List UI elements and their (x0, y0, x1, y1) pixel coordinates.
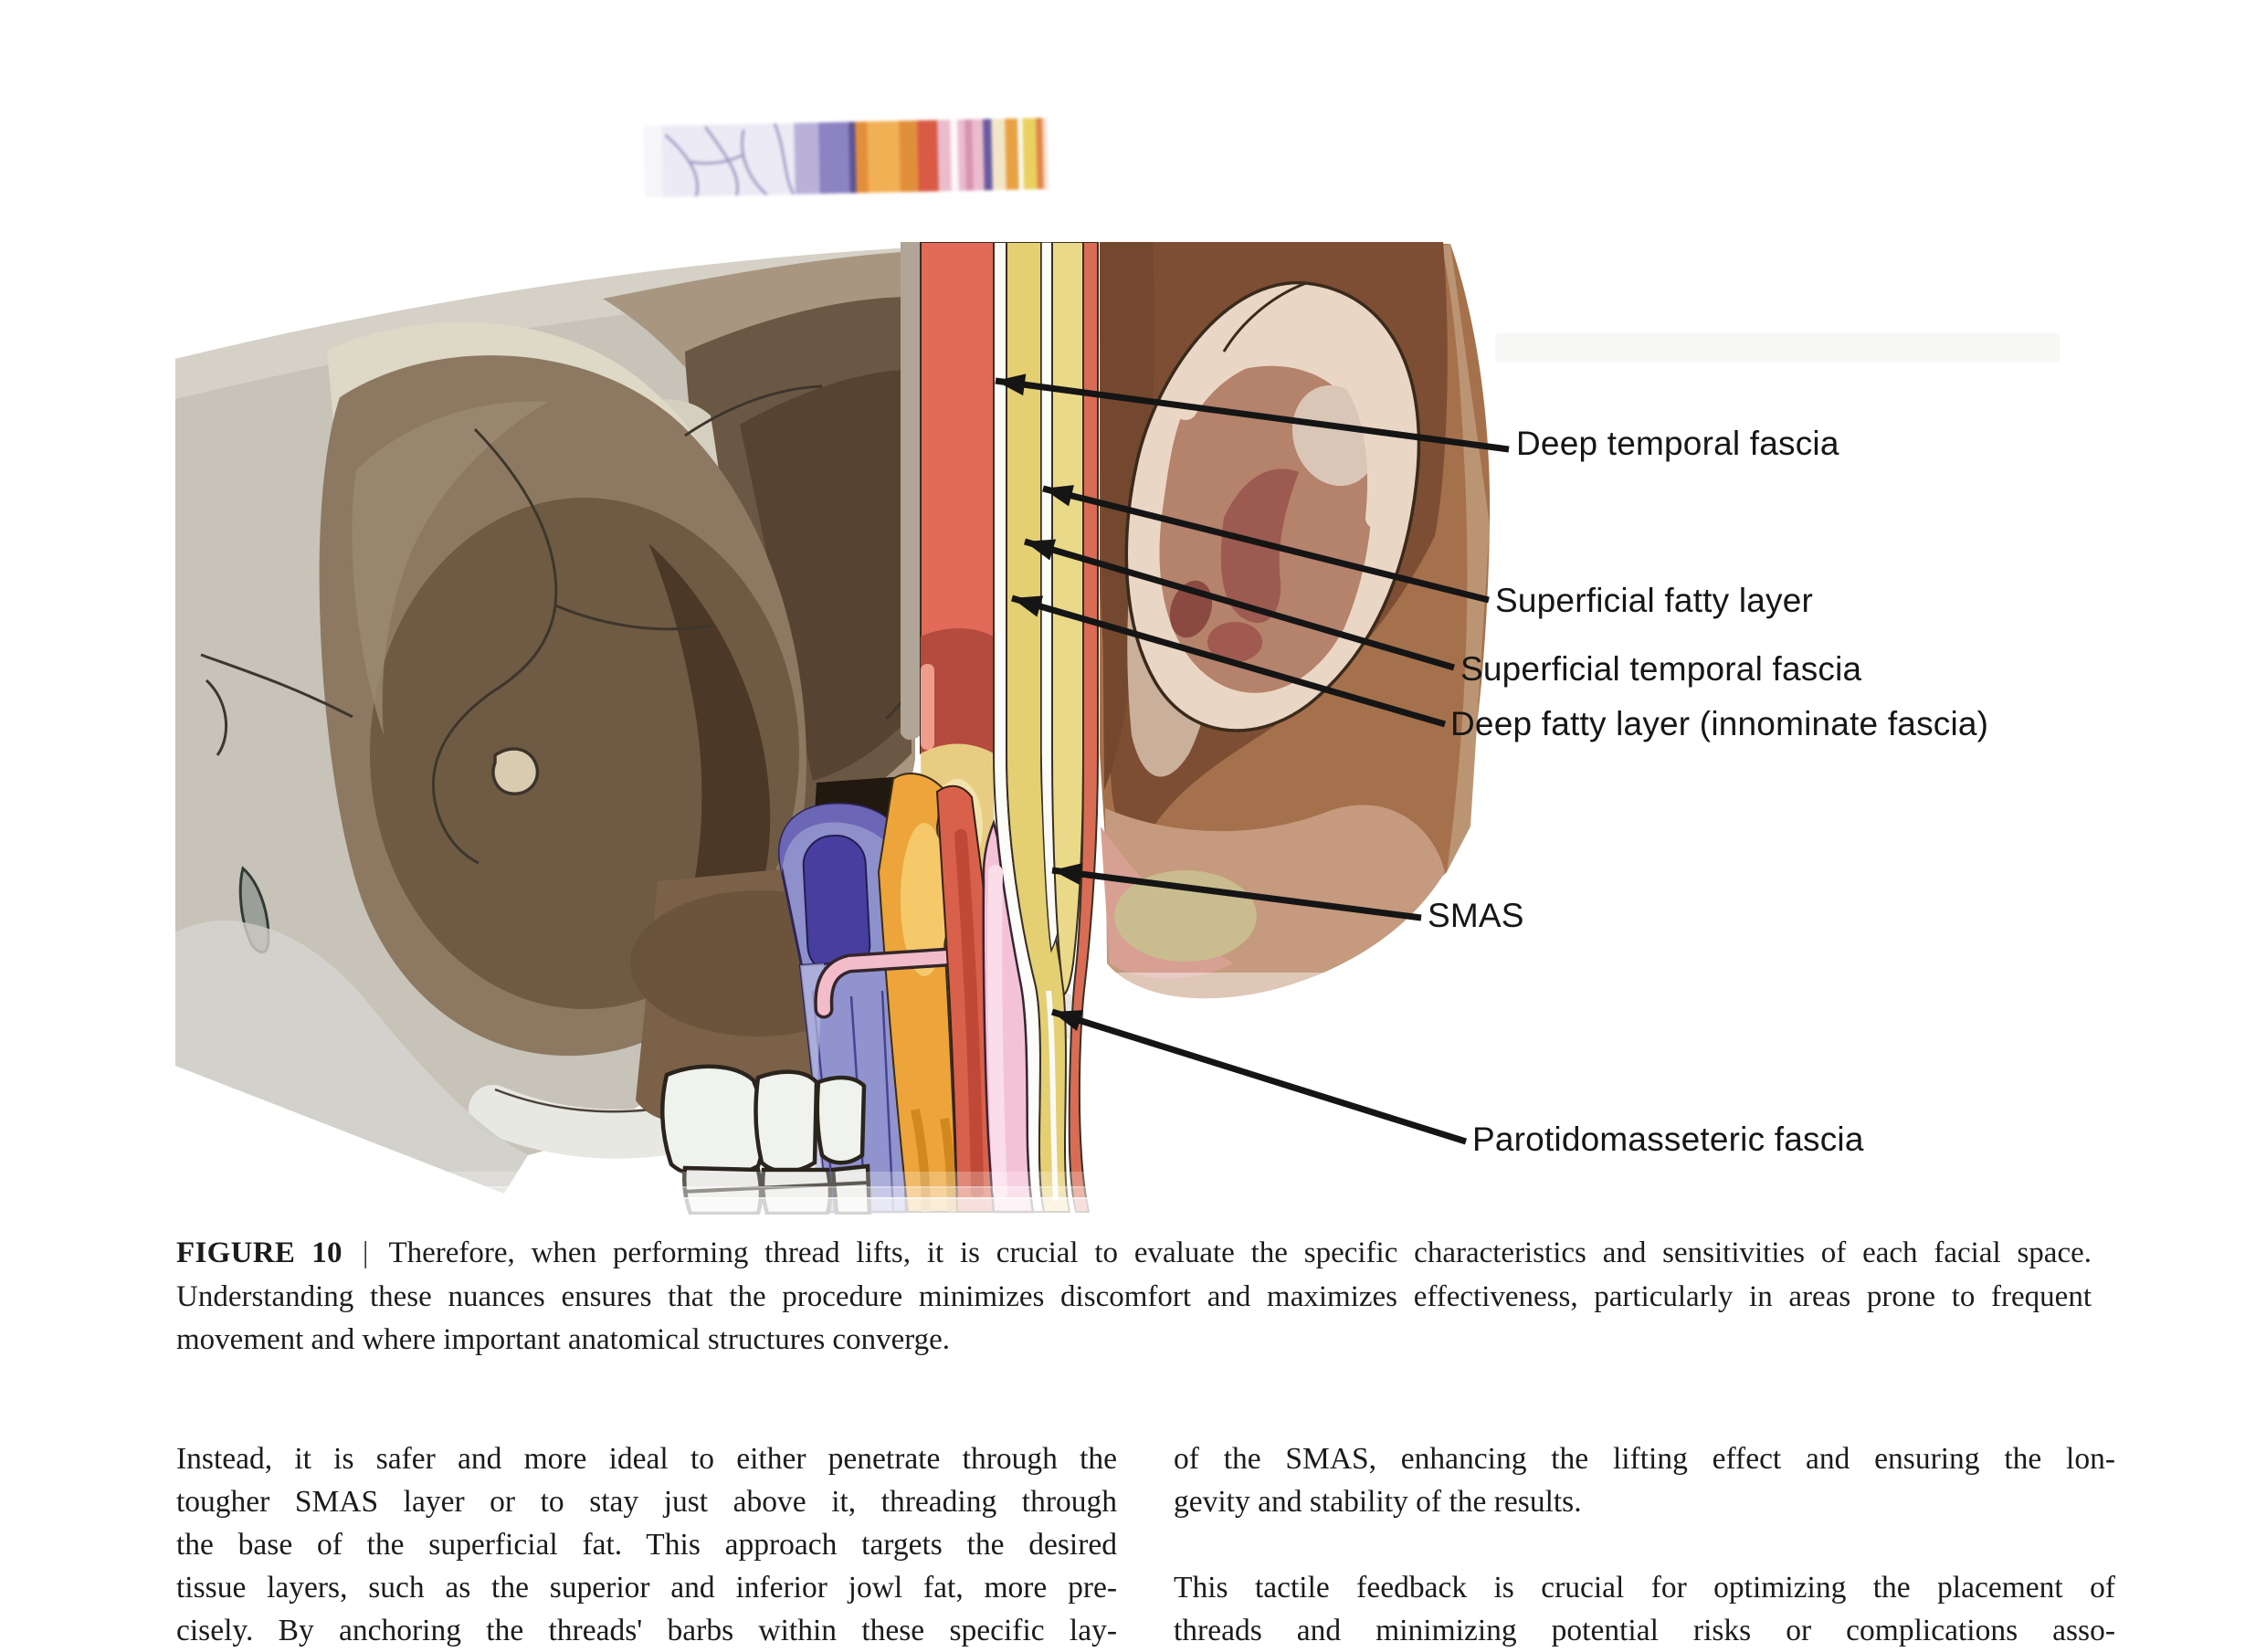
text-line: cisely. By anchoring the threads' barbs … (176, 1614, 1117, 1647)
scalp-and-ear (1096, 242, 1507, 1215)
figure-label-parotidomasseteric-fascia: Parotidomasseteric fascia (1472, 1121, 1864, 1158)
text-line: tissue layers, such as the superior and … (176, 1571, 1117, 1605)
figure-label-deep-temporal-fascia: Deep temporal fascia (1516, 425, 1839, 462)
paragraph: Instead, it is safer and more ideal to e… (176, 1437, 1117, 1652)
caption-line: Understanding these nuances ensures that… (176, 1279, 2092, 1313)
text-line: threads and minimizing potential risks o… (1174, 1614, 2115, 1647)
caption-line: movement and where important anatomical … (176, 1323, 951, 1356)
skull (175, 247, 1084, 1194)
leader-line-superficial-fatty-layer (1042, 485, 1490, 604)
leader-line-smas (1051, 867, 1422, 921)
figure-label-superficial-temporal-fascia: Superficial temporal fascia (1460, 650, 1862, 688)
tissue-layer-stack (901, 242, 1099, 1213)
text-line: tougher SMAS layer or to stay just above… (176, 1485, 1117, 1519)
previous-figure-fragment (588, 110, 1067, 206)
caption-figure-number: FIGURE 10 (176, 1236, 343, 1269)
tissue-strip-fragment (588, 110, 1067, 206)
ear (1124, 281, 1421, 732)
figure-caption: FIGURE 10 | Therefore, when performing thr… (176, 1232, 2092, 1363)
caption-text: Therefore, when performing thread lifts,… (388, 1236, 2092, 1269)
text-line: Instead, it is safer and more ideal to e… (176, 1442, 1117, 1476)
leader-line-deep-temporal-fascia (995, 377, 1510, 453)
figure-label-deep-fatty-layer: Deep fatty layer (innominate fascia) (1450, 705, 1989, 742)
text-line: of the SMAS, enhancing the lifting effec… (1174, 1442, 2115, 1476)
body-column-left: Instead, it is safer and more ideal to e… (176, 1437, 1117, 1652)
figure-label-smas: SMAS (1428, 897, 1524, 934)
anatomy-illustration (174, 242, 1510, 1215)
figure-bottom-fade (174, 1172, 1507, 1215)
text-line: gevity and stability of the results. (1174, 1485, 1582, 1519)
figure-10-illustration: Deep temporal fascia Superficial fatty l… (174, 242, 2146, 1215)
paragraph: of the SMAS, enhancing the lifting effec… (1174, 1437, 2115, 1523)
jaw-structures (778, 773, 1035, 1214)
text-line: This tactile feedback is crucial for opt… (1174, 1571, 2115, 1605)
bone-notch-mark (491, 747, 540, 795)
leader-line-superficial-temporal-fascia (1024, 538, 1455, 671)
body-column-right: of the SMAS, enhancing the lifting effec… (1174, 1437, 2115, 1652)
caption-line: FIGURE 10 | Therefore, when performing thr… (176, 1232, 2092, 1276)
vein-lines (664, 122, 796, 199)
paragraph: This tactile feedback is crucial for opt… (1174, 1566, 2115, 1652)
figure-label-superficial-fatty-layer: Superficial fatty layer (1495, 582, 1814, 619)
faint-highlight-band (1495, 333, 2060, 363)
caption-separator: | (362, 1236, 369, 1269)
parotid-duct (814, 947, 958, 1019)
text-line: the base of the superficial fat. This ap… (176, 1528, 1117, 1562)
leader-line-deep-fatty-layer (1011, 595, 1446, 728)
arrowheads (996, 374, 1084, 1032)
leader-line-parotidomasseteric-fascia (1050, 1008, 1468, 1145)
leader-lines (995, 377, 1510, 1145)
